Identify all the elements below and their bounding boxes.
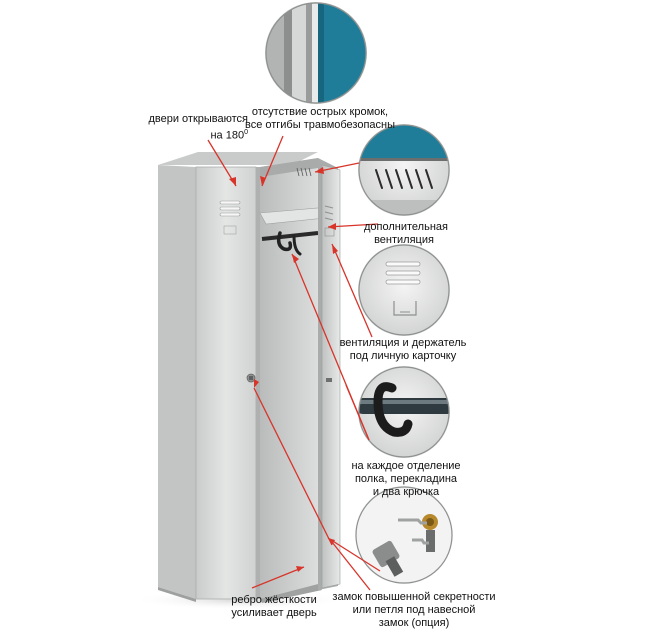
label-edges: отсутствие острых кромок, все отгибы тра… [244,106,396,131]
pointer-arrowheads [229,167,338,572]
lock-closeup [355,486,453,584]
label-extra-vent: дополнительная вентиляция [364,221,448,246]
label-rib: ребро жёсткости усиливает дверь [231,594,317,619]
edge-closeup [265,2,367,104]
door-vent-closeup [358,244,450,336]
label-lock: замок повышенной секретности или петля п… [332,591,496,629]
label-compartment: на каждое отделение полка, перекладина и… [351,460,461,498]
label-vent-holder: вентиляция и держатель под личную карточ… [339,337,467,362]
hook-closeup [358,366,450,458]
top-vent-closeup [358,124,450,216]
label-doors: двери открываются на 1800 [148,113,248,142]
locker-cabinet [130,152,350,610]
